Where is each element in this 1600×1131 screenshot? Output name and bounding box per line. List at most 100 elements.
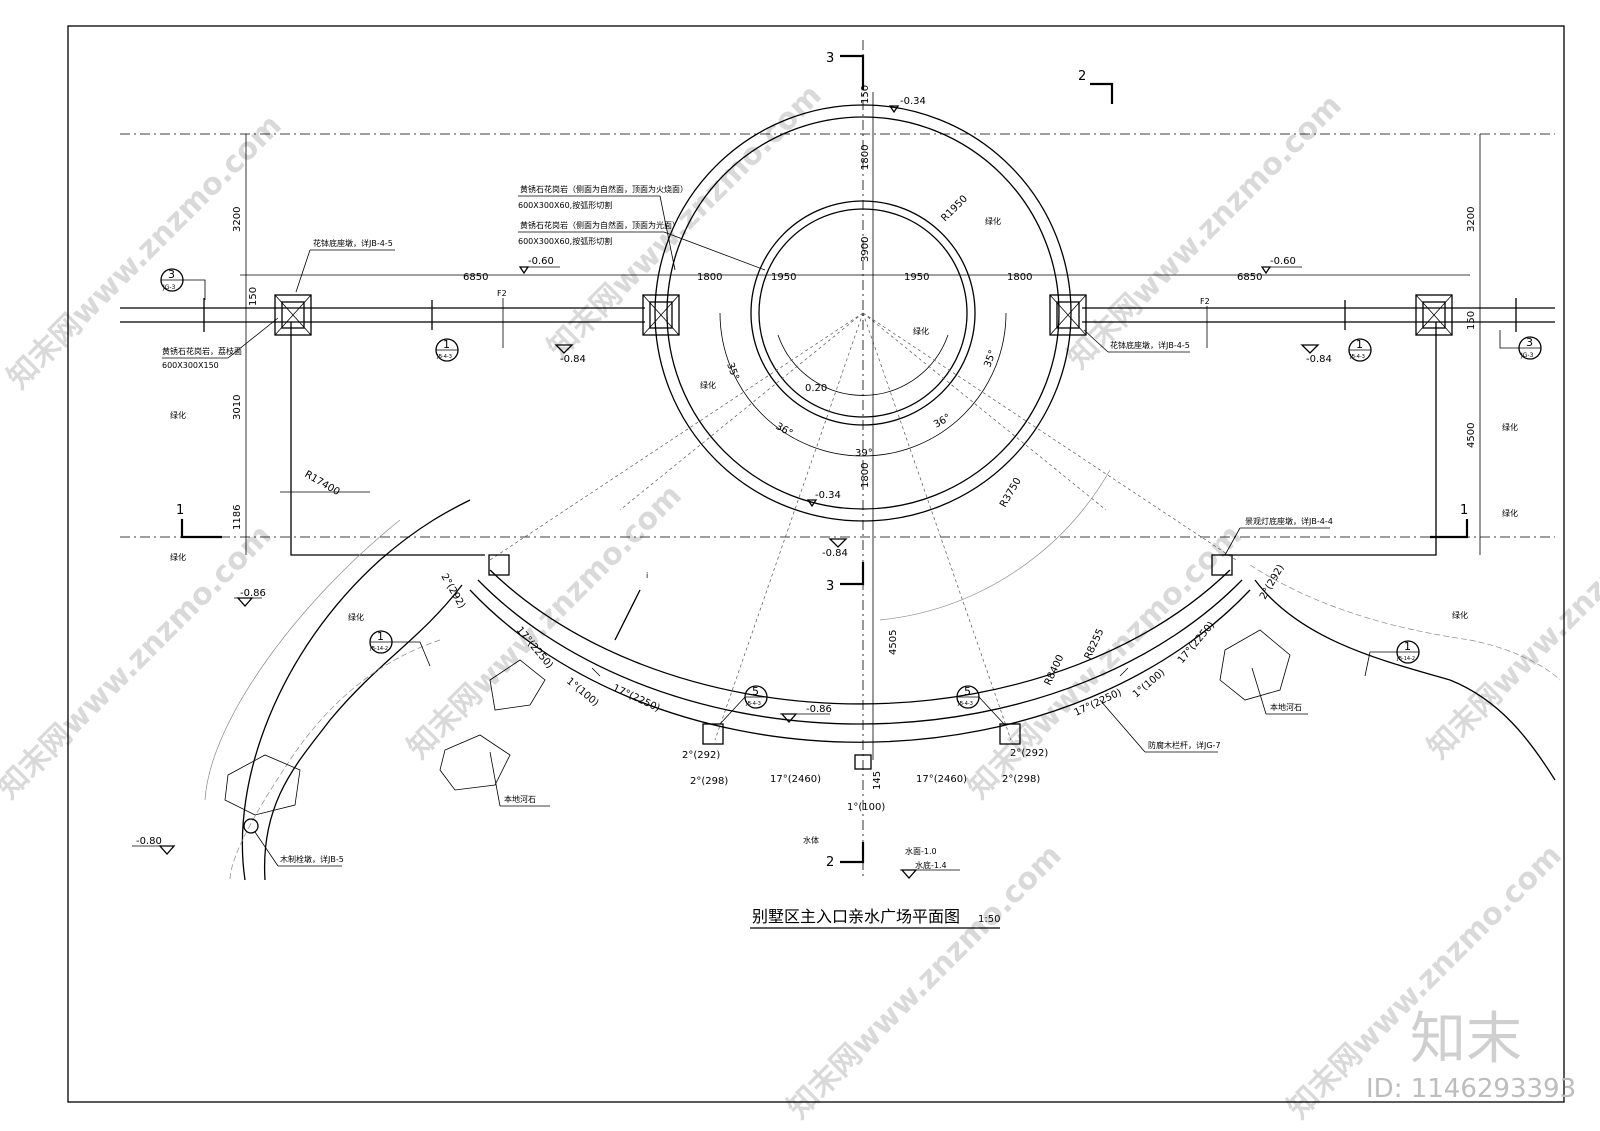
- cap-callout: 黄锈石花岗岩，荔枝面 600X300X150: [162, 317, 279, 370]
- river-rock: [439, 734, 511, 791]
- dim-text: 6850: [463, 272, 488, 283]
- dim-text: 1°(100): [1131, 667, 1167, 700]
- green-area-label: 绿化: [913, 326, 929, 336]
- water-label: 水体: [803, 835, 819, 845]
- level-text: 0.20: [805, 383, 827, 394]
- dim-text: 39°: [855, 448, 873, 459]
- callout-text: 黄锈石花岗岩（侧面为自然面，顶面为光面）: [520, 220, 680, 230]
- level-text: -0.34: [900, 96, 926, 107]
- dim-text: 1800: [860, 145, 871, 170]
- river-stone-callout: 本地河石: [489, 751, 550, 807]
- section-1-label: 1: [176, 503, 184, 518]
- planter-base: [642, 294, 680, 336]
- dim-text: 4500: [1466, 423, 1477, 448]
- dim-text: 2°(292): [682, 750, 720, 761]
- detail-ref-bubble: 3 JG-3: [1499, 330, 1542, 360]
- level-marker: -0.80: [132, 836, 176, 855]
- green-area-label: 绿化: [700, 380, 716, 390]
- green-area-label: 绿化: [1452, 610, 1468, 620]
- dim-text: 1°(100): [564, 676, 600, 709]
- level-text: -0.80: [136, 836, 162, 847]
- callout-text: 花钵底座墩，详JB-4-5: [1110, 340, 1190, 350]
- level-text: 水面-1.0: [905, 846, 937, 856]
- callout-text: 600X300X60,按弧形切割: [518, 236, 612, 246]
- railing-post: [702, 723, 724, 745]
- railing-post: [999, 723, 1021, 745]
- level-marker: -0.84: [1300, 344, 1332, 365]
- level-text: -0.86: [806, 704, 832, 715]
- level-marker: -0.60: [1260, 256, 1302, 275]
- section-marks: 1 1 3 3 2 2: [176, 51, 1468, 870]
- green-area-label: 绿化: [170, 410, 186, 420]
- ref-sheet: JB-4-3: [745, 701, 761, 707]
- callout-text: 黄锈石花岗岩（侧面为自然面，顶面为火烧面）: [520, 184, 688, 194]
- drawing-title: 别墅区主入口亲水广场平面图: [752, 907, 960, 926]
- dim-text: 3200: [232, 207, 243, 232]
- level-marker: -0.60: [518, 256, 560, 275]
- dim-text: 1950: [771, 272, 796, 283]
- dim-text: 35°: [982, 349, 998, 369]
- ref-number: 1: [443, 338, 450, 351]
- dim-text: 4505: [888, 630, 899, 655]
- ref-number: 5: [964, 685, 971, 698]
- water-level: 水面-1.0 水底-1.4: [900, 846, 960, 879]
- wood-pile-callout: 木制栓墩，详JB-5: [254, 831, 344, 867]
- level-text: -0.86: [240, 588, 266, 599]
- level-marker: -0.34: [888, 96, 926, 114]
- dim-text: 1°(100): [847, 802, 885, 813]
- callout-text: 木制栓墩，详JB-5: [280, 854, 344, 864]
- ref-sheet: JG-3: [1520, 352, 1534, 359]
- level-marker: -0.84: [554, 344, 586, 365]
- railing-callout: 防腐木栏杆，详JG-7: [1099, 699, 1221, 753]
- level-marker: -0.84: [822, 538, 848, 559]
- planter-base: [1049, 294, 1087, 336]
- callout-text: 本地河石: [504, 794, 536, 804]
- section-3-label: 3: [826, 51, 834, 66]
- lamp-base: [1211, 554, 1233, 576]
- dim-text: 2°(292): [1258, 563, 1287, 602]
- planter-callout: 花钵底座墩，详JB-4-5: [295, 238, 395, 293]
- watermark-text: 知末网www.znzmo.com: [1, 108, 289, 396]
- dim-text: 17°(2250): [1176, 620, 1217, 666]
- dim-text: 2°(292): [1010, 748, 1048, 759]
- green-area-label: 绿化: [1502, 508, 1518, 518]
- detail-ref-bubble: 3 JG-3: [160, 268, 206, 300]
- image-id: ID: 1146293393: [1366, 1074, 1576, 1104]
- level-text: -0.34: [815, 490, 841, 501]
- callout-text: 600X300X150: [162, 361, 219, 370]
- dim-text: 17°(2250): [611, 683, 662, 715]
- drawing-frame: [67, 25, 1565, 1103]
- dim-text: 3900: [860, 237, 871, 262]
- detail-ref-bubble: 1 JB-4-3: [435, 338, 459, 362]
- ref-sheet: JG-3: [162, 284, 176, 291]
- callout-text: 防腐木栏杆，详JG-7: [1148, 740, 1221, 750]
- dim-text: 36°: [932, 412, 953, 430]
- ref-number: 1: [1404, 640, 1411, 653]
- callout-text: 600X300X60,按弧形切割: [518, 200, 612, 210]
- dimension-lines: [240, 92, 1481, 760]
- watermark-text: 知末网www.znzmo.com: [0, 518, 279, 806]
- slope-arrow-label: i: [646, 571, 648, 580]
- level-text: -0.84: [822, 548, 848, 559]
- ref-sheet: JB-4-3: [1349, 354, 1365, 360]
- level-text: -0.60: [1270, 256, 1296, 267]
- callout-text: 黄锈石花岗岩，荔枝面: [162, 346, 242, 356]
- level-text: -0.84: [1306, 354, 1332, 365]
- ref-number: 5: [752, 685, 759, 698]
- ref-sheet: JB-4-3: [957, 701, 973, 707]
- river-stone-callout: 本地河石: [1251, 667, 1308, 715]
- green-area-label: 绿化: [170, 552, 186, 562]
- lamp-base: [488, 554, 510, 576]
- detail-ref-bubble: 5 JB-4-3: [719, 685, 768, 725]
- watermark-text: 知末网www.znzmo.com: [401, 478, 689, 766]
- dim-text: R3750: [998, 476, 1024, 510]
- drawing-scale: 1:50: [978, 914, 1000, 925]
- dim-text: 1800: [860, 463, 871, 488]
- slope-arrow: [614, 589, 641, 641]
- dim-text: 150: [1466, 311, 1477, 330]
- dim-text: 3010: [232, 395, 243, 420]
- dim-text: 150: [860, 85, 871, 104]
- river-rock: [224, 754, 301, 816]
- level-marker: -0.86: [234, 588, 266, 607]
- ref-number: 3: [168, 268, 175, 281]
